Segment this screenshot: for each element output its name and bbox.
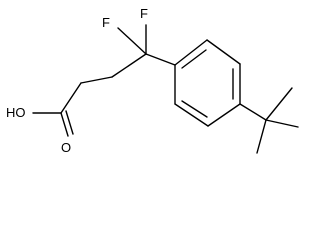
tertbutyl-methyl-right <box>265 119 299 128</box>
chemical-structure: F F HO O <box>6 6 299 155</box>
chain-bond-2 <box>80 76 113 84</box>
fluorine-top-label: F <box>140 6 148 21</box>
carbonyl-bond-outer <box>60 112 69 137</box>
ring-bond-1 <box>174 39 208 66</box>
structure-canvas: F F HO O <box>6 6 299 155</box>
chain-bond-1 <box>111 53 147 78</box>
tertbutyl-methyl-bottom <box>256 119 267 154</box>
carbonyl-oxygen-label: O <box>61 140 71 155</box>
tertbutyl-bond <box>239 103 267 121</box>
cf2-to-ring-bond <box>145 53 176 66</box>
cf-bond-left <box>117 27 147 55</box>
ring-inner-bond-1 <box>181 49 207 69</box>
ring-bond-2 <box>206 39 241 65</box>
ring-bond-4 <box>207 103 241 127</box>
hydroxyl-label: HO <box>6 105 26 120</box>
fluorine-left-label: F <box>102 15 110 30</box>
carbonyl-bond-inner <box>65 110 74 135</box>
tertbutyl-methyl-top <box>265 87 293 121</box>
ring-bond-5 <box>174 103 209 127</box>
chain-bond-3 <box>60 82 82 114</box>
ring-inner-bond-3 <box>181 100 208 118</box>
